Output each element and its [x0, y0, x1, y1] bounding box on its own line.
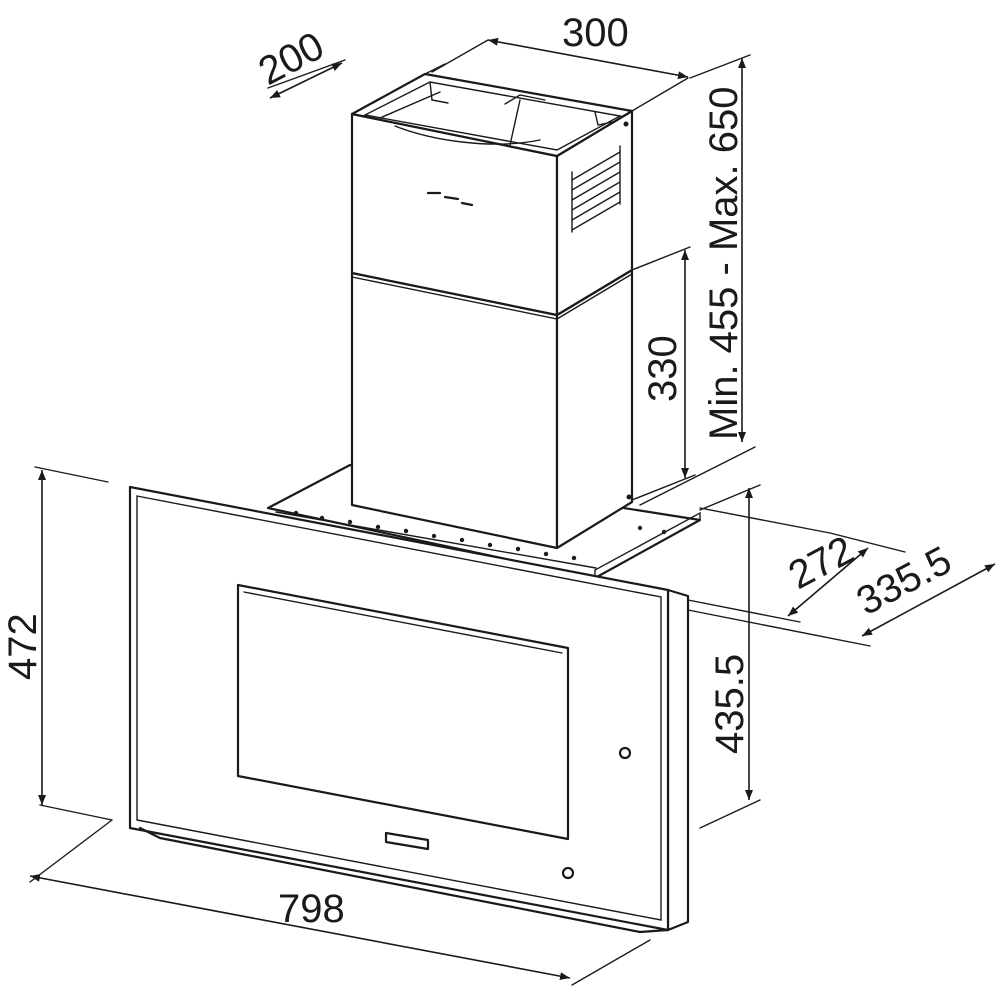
- vent-grille: [571, 145, 621, 233]
- dimension-lines: [29, 37, 996, 986]
- dim-total-depth: 335.5: [850, 538, 959, 624]
- dim-panel-height: 435.5: [708, 654, 752, 754]
- dim-hood-height: 472: [1, 613, 45, 680]
- dim-chimney-depth: 200: [252, 24, 332, 94]
- touch-button-icon: [618, 746, 632, 760]
- chimney: [350, 72, 634, 550]
- hood-panel: [128, 485, 690, 934]
- dim-chimney-height-range: Min. 455 - Max. 650: [702, 87, 746, 441]
- control-strip: [384, 831, 430, 851]
- power-button-icon: [561, 866, 575, 880]
- dim-lower-chimney-height: 330: [641, 335, 685, 402]
- dim-chimney-width: 300: [562, 11, 629, 55]
- dim-hood-width: 798: [278, 887, 345, 931]
- display-window: [236, 583, 570, 841]
